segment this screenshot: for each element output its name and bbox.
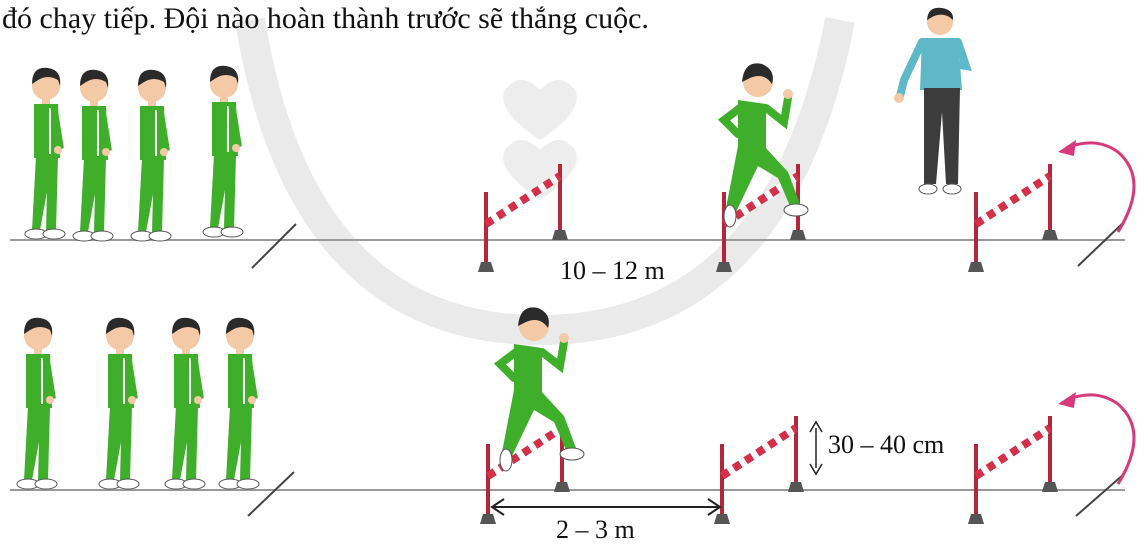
distance-label-bottom: 2 – 3 m xyxy=(556,515,635,544)
start-line-top xyxy=(251,223,297,269)
height-label: 30 – 40 cm xyxy=(828,430,945,459)
team-bottom-child-4 xyxy=(219,318,259,489)
start-line-bottom xyxy=(247,471,295,517)
turn-line-bottom xyxy=(1075,473,1125,517)
team-top-child-1 xyxy=(25,68,65,239)
distance-label-top: 10 – 12 m xyxy=(560,256,665,285)
team-bottom-child-1 xyxy=(17,318,57,489)
hurdle-bottom-3 xyxy=(968,416,1058,524)
team-top-child-4 xyxy=(203,66,243,237)
team-top-child-3 xyxy=(131,70,171,241)
team-top-child-2 xyxy=(73,70,113,241)
turn-arrow-top xyxy=(1058,140,1136,233)
team-bottom-child-3 xyxy=(165,318,205,489)
teacher xyxy=(894,7,972,195)
turn-line-top xyxy=(1077,221,1125,267)
instruction-caption: đó chạy tiếp. Đội nào hoàn thành trước s… xyxy=(2,2,649,35)
height-arrow xyxy=(809,420,823,476)
turn-arrow-bottom xyxy=(1058,392,1136,485)
team-bottom-child-2 xyxy=(99,318,139,489)
hurdle-top-3 xyxy=(968,164,1058,272)
hurdle-bottom-2 xyxy=(714,416,804,524)
distance-arrow-bottom xyxy=(490,498,722,516)
